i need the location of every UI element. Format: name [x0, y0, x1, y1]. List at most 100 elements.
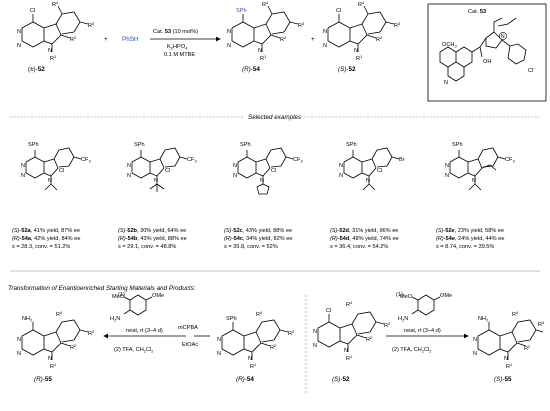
r1-label: R1 [50, 362, 57, 370]
n-atom: N [354, 48, 358, 54]
n-atom: N [127, 173, 131, 179]
n-atom: N [227, 29, 231, 35]
hydroxyl-group: OH [483, 59, 491, 65]
structure-sm-52-right [317, 311, 385, 352]
r1-label: R1 [346, 354, 353, 362]
n-atom: N [472, 178, 476, 184]
r3-label: R3 [298, 21, 305, 29]
example-line-2: (R)-54c, 34% yield, 82% ee [224, 236, 292, 242]
cl-atom: Cl [165, 168, 170, 174]
r1-label: R1 [50, 54, 57, 62]
n-atom: N [323, 43, 327, 49]
n-atom: N [504, 356, 508, 362]
r4-label: R4 [256, 310, 263, 318]
r1-label: R1 [356, 54, 363, 62]
n-atom: N [154, 178, 158, 184]
r3-label: R3 [288, 329, 295, 337]
methoxy-group: MeO [400, 294, 413, 300]
br-atom: Br [399, 157, 405, 163]
n-atom: N [48, 48, 52, 54]
cl-atom: Cl [59, 168, 64, 174]
r4-label: R4 [52, 0, 59, 8]
n-atom: N [21, 173, 25, 179]
n-atom: N [48, 178, 52, 184]
transformation-heading: Transformation of Enantioenriched Starti… [8, 285, 196, 292]
r2-label: R2 [270, 343, 277, 351]
example-line-3: s = 28.3, conv. = 51.2% [12, 244, 70, 250]
cl-atom: Cl [30, 8, 35, 14]
example-line-1: (S)-52a, 41% yield, 87% ee [12, 228, 80, 234]
sph-group: SPh [346, 142, 357, 148]
step1-label: (1) [118, 292, 125, 298]
n-atom: N [21, 163, 25, 169]
r3-label: R3 [394, 21, 401, 29]
n-atom: N [445, 173, 449, 179]
tfa-conditions: (2) TFA, CH2Cl2 [392, 347, 432, 354]
r2-label: R2 [524, 344, 531, 352]
catalyst-title: Cat. 53 [468, 9, 486, 15]
n-atom: N [366, 178, 370, 184]
base-conditions: K2HPO4 [167, 44, 188, 51]
n-atom: N [17, 337, 21, 343]
methoxy-group: MeO [112, 294, 125, 300]
sph-group: SPh [28, 142, 39, 148]
middle-sm-label: (R)-54 [236, 376, 254, 383]
plus-sign: + [104, 36, 108, 43]
neat-conditions: neat, rt (3–4 d) [126, 328, 163, 334]
structure-product-54 [231, 5, 299, 52]
r4-label: R4 [346, 300, 353, 308]
r2-label: R2 [376, 35, 383, 43]
example-line-3: s = 29.1, conv. = 48.8% [118, 244, 176, 250]
r4-label: R4 [512, 310, 519, 318]
neat-conditions: neat, rt (3–4 d) [404, 328, 441, 334]
chloride-counterion: Cl− [528, 66, 536, 74]
step1-label: (1) [396, 292, 403, 298]
plus-charge-icon [499, 32, 507, 40]
cf3-group: CF3 [187, 157, 197, 164]
right-product-label: (S)-55 [494, 376, 512, 383]
example-line-2: (R)-54b, 43% yield, 88% ee [118, 236, 187, 242]
n-atom: N [339, 163, 343, 169]
mcpba-reagent: mCPBA [178, 325, 198, 331]
example-line-2: (R)-54e, 24% yield, 44% ee [436, 236, 504, 242]
methoxy-group: OCH3 [442, 42, 457, 49]
r2-label: R2 [366, 335, 373, 343]
r3-label: R3 [88, 21, 95, 29]
r4-label: R4 [56, 310, 63, 318]
r2-label: R2 [70, 343, 77, 351]
structure-racemic-52 [21, 5, 89, 52]
r1-label: R1 [250, 362, 257, 370]
etoac-solvent: EtOAc [182, 342, 198, 348]
n-atom: N [233, 163, 237, 169]
example-structure [343, 147, 400, 191]
n-atom: N [339, 173, 343, 179]
n-atom: N [248, 356, 252, 362]
methoxy-group: OMe [152, 293, 164, 299]
example-structure [131, 147, 188, 192]
r3-label: R3 [88, 329, 95, 337]
structure-product-55-left [21, 319, 89, 360]
r4-label: R4 [262, 0, 269, 8]
n-atom: N [17, 43, 21, 49]
methoxy-group: OMe [440, 293, 452, 299]
left-product-label: (R)-55 [34, 376, 52, 383]
cl-atom: Cl [377, 168, 382, 174]
example-line-2: (R)-54d, 48% yield, 74% ee [330, 236, 399, 242]
example-structure [25, 147, 82, 191]
sph-group: SPh [240, 142, 251, 148]
example-line-2: (R)-54a, 42% yield, 84% ee [12, 236, 80, 242]
example-line-1: (S)-52c, 43% yield, 88% ee [224, 228, 292, 234]
tfa-conditions: (2) TFA, CH2Cl2 [114, 347, 154, 354]
n-atom: N [473, 337, 477, 343]
amine-group: NH2 [478, 316, 489, 323]
sph-group: SPh [226, 316, 237, 322]
example-structure [237, 147, 294, 195]
r3-label: R3 [384, 321, 391, 329]
